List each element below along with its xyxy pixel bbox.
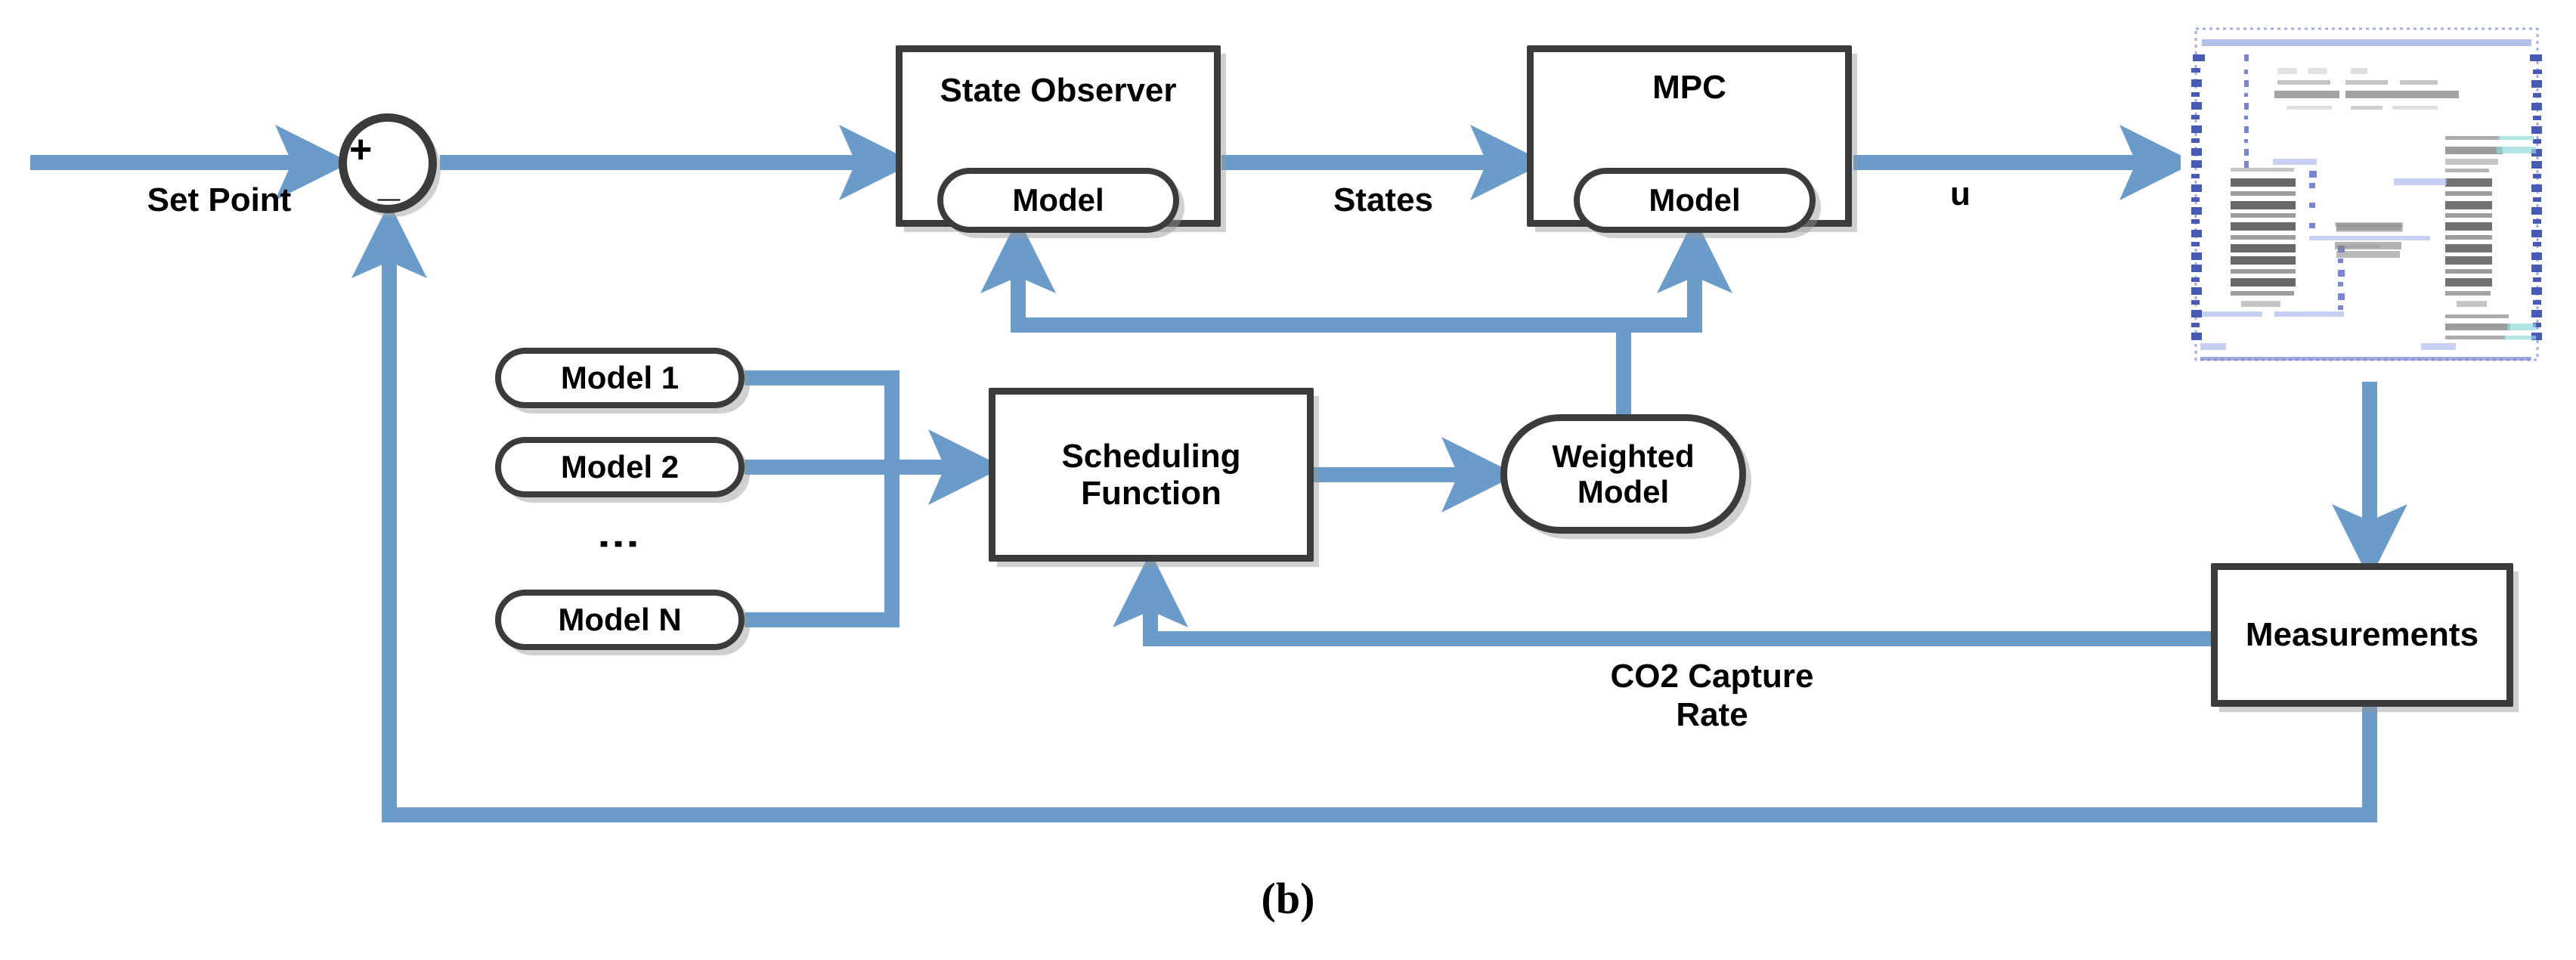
state-observer-model-label: Model <box>1012 182 1104 218</box>
model-bank-item-1-label: Model 1 <box>560 360 680 396</box>
state-observer-model-block[interactable]: Model <box>937 168 1179 233</box>
mpc-model-label: Model <box>1649 182 1741 218</box>
model-bank-item-2[interactable]: Model 2 <box>495 437 745 497</box>
measurements-label: Measurements <box>2245 616 2479 654</box>
weighted-model-block[interactable]: Weighted Model <box>1500 414 1746 534</box>
model-bank-item-2-label: Model 2 <box>560 449 680 485</box>
summing-junction-minus-sign: _ <box>378 161 400 205</box>
mpc-title: MPC <box>1652 69 1726 106</box>
signal-label-co2-capture-rate: CO2 Capture Rate <box>1610 658 1814 733</box>
wire-weighted-model-to-mpc <box>1624 218 1732 333</box>
wire-model-bank-bus <box>745 370 899 627</box>
mpc-model-block[interactable]: Model <box>1574 168 1816 233</box>
weighted-model-label: Weighted Model <box>1552 438 1695 509</box>
wire-measurements-to-scheduling <box>1113 552 2211 646</box>
signal-label-states: States <box>1333 181 1434 218</box>
model-bank-item-1[interactable]: Model 1 <box>495 348 745 408</box>
model-bank-ellipsis-glyph: ⋮ <box>596 523 644 565</box>
model-bank-ellipsis: ⋮ <box>495 508 745 581</box>
model-bank-item-n-label: Model N <box>558 602 682 638</box>
measurements-block[interactable]: Measurements <box>2211 563 2513 707</box>
plant-diagram-graphic <box>2181 15 2559 378</box>
plant-process-diagram-thumbnail[interactable] <box>2181 15 2559 378</box>
state-observer-title: State Observer <box>940 72 1177 109</box>
signal-label-u: u <box>1950 175 1971 212</box>
model-bank-item-n[interactable]: Model N <box>495 590 745 650</box>
scheduling-function-block[interactable]: Scheduling Function <box>989 388 1314 562</box>
signal-label-set-point: Set Point <box>147 181 292 218</box>
summing-junction[interactable] <box>339 113 437 213</box>
figure-caption: (b) <box>1261 874 1315 923</box>
summing-junction-plus-sign: + <box>349 128 373 172</box>
scheduling-function-label: Scheduling Function <box>1061 437 1241 512</box>
